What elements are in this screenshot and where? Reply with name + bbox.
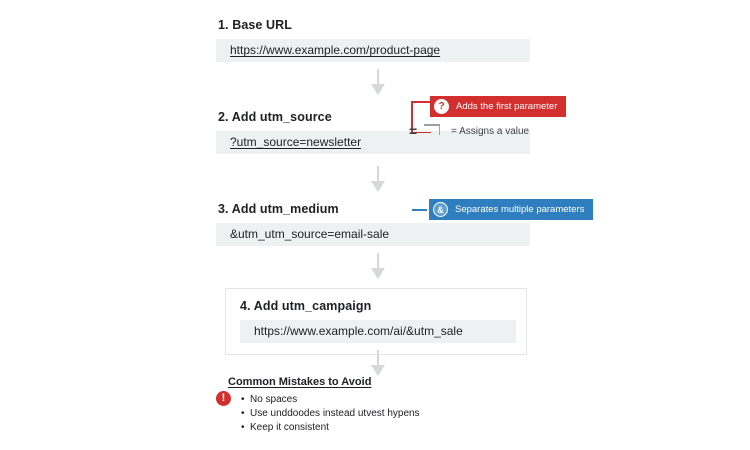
step-3-add-utm-medium: 3. Add utm_medium &utm_utm_source=email-…: [216, 202, 530, 246]
step-1-code-text: https://www.example.com/product-page: [230, 43, 441, 57]
step-4-title: 4. Add utm_campaign: [240, 299, 372, 313]
callout-adds-first-parameter[interactable]: ? Adds the first parameter: [430, 96, 567, 117]
callout-assigns-a-value: = Assigns a value: [451, 126, 530, 137]
common-mistakes-list: No spaces Use unddoodes instead utvest h…: [228, 393, 508, 435]
callout-separates-multiple-parameters[interactable]: & Separates multiple parameters: [429, 199, 594, 220]
elbow-horizontal: [424, 124, 440, 126]
step-4-add-utm-campaign: 4. Add utm_campaign https://www.example.…: [225, 288, 527, 355]
common-mistakes-title: Common Mistakes to Avoid: [228, 376, 372, 388]
step-2-title: 2. Add utm_source: [218, 110, 332, 124]
step-1-base-url: 1. Base URL https://www.example.com/prod…: [216, 18, 530, 62]
step-2-code-bar: ?utm_source=newsletter: [216, 131, 530, 154]
step-2-code-text: ?utm_source=newsletter: [230, 135, 362, 149]
question-connector-bracket: [411, 101, 431, 133]
flow-arrow-3: [371, 253, 385, 279]
ampersand-connector-dash: [412, 209, 427, 211]
ampersand-icon: &: [433, 202, 448, 217]
mistake-item: Use unddoodes instead utvest hypens: [241, 407, 508, 421]
step-4-code-bar: https://www.example.com/ai/&utm_sale: [240, 320, 516, 343]
arrow-shaft: [377, 69, 379, 86]
step-2-add-utm-source: 2. Add utm_source ?utm_source=newsletter: [216, 110, 530, 154]
arrow-shaft: [377, 166, 379, 183]
arrow-shaft: [377, 253, 379, 270]
step-1-title: 1. Base URL: [218, 18, 293, 32]
flow-arrow-4: [371, 350, 385, 376]
flow-arrow-1: [371, 69, 385, 95]
bracket-bottom-stub: [411, 131, 431, 133]
arrow-head: [371, 181, 385, 192]
equals-connector-elbow: [424, 124, 440, 135]
bracket-vertical: [411, 101, 413, 133]
elbow-vertical: [438, 124, 440, 135]
step-4-code-text: https://www.example.com/ai/&utm_sale: [254, 324, 463, 338]
equals-glyph-icon: =: [409, 123, 418, 139]
bracket-top-stub: [411, 101, 431, 103]
mistake-item: No spaces: [241, 393, 508, 407]
arrow-head: [371, 268, 385, 279]
alert-exclamation-icon: !: [216, 391, 231, 406]
step-3-code-bar: &utm_utm_source=email-sale: [216, 223, 530, 246]
step-1-code-bar: https://www.example.com/product-page: [216, 39, 530, 62]
flow-arrow-2: [371, 166, 385, 192]
callout-ampersand-label: Separates multiple parameters: [455, 204, 585, 215]
arrow-head: [371, 84, 385, 95]
callout-question-label: Adds the first parameter: [456, 101, 558, 112]
common-mistakes-section: Common Mistakes to Avoid No spaces Use u…: [228, 376, 508, 435]
step-3-code-text: &utm_utm_source=email-sale: [230, 227, 390, 241]
arrow-shaft: [377, 350, 379, 367]
question-mark-icon: ?: [434, 99, 449, 114]
arrow-head: [371, 365, 385, 376]
mistake-item: Keep it consistent: [241, 421, 508, 435]
step-3-title: 3. Add utm_medium: [218, 202, 339, 216]
